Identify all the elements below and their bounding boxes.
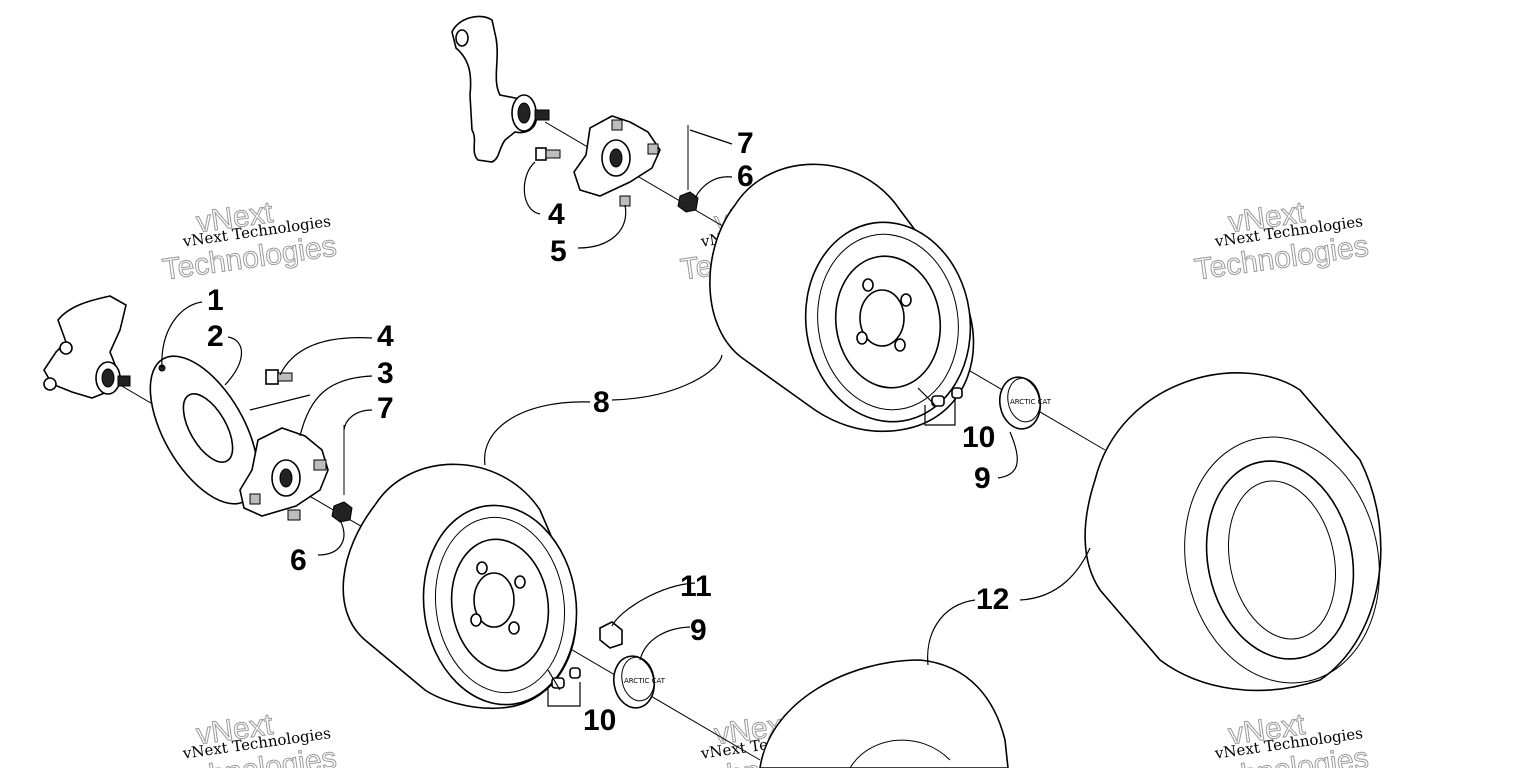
watermark-bottom-left: vNext Technologies vNext Technologies bbox=[160, 708, 339, 768]
watermark-bottom-right: vNext Technologies vNext Technologies bbox=[1192, 708, 1371, 768]
bottom-wheel-stud bbox=[265, 369, 293, 385]
bottom-hub-cap: ARCTIC CAT bbox=[612, 655, 666, 709]
callout-12: 12 bbox=[976, 583, 1009, 616]
bottom-tire bbox=[759, 659, 1009, 768]
top-lug-nut-pair bbox=[931, 387, 963, 407]
callout-10-bottom: 10 bbox=[583, 704, 616, 737]
callout-labels: 1 2 3 4 7 6 7 6 4 5 8 10 9 11 9 10 12 bbox=[207, 127, 1009, 737]
callout-3: 3 bbox=[377, 357, 394, 390]
bottom-wheel-hub bbox=[239, 427, 329, 521]
callout-11: 11 bbox=[680, 570, 712, 603]
callout-10-top: 10 bbox=[962, 421, 995, 454]
callout-9-top: 9 bbox=[974, 462, 991, 495]
valve-stem bbox=[599, 621, 623, 649]
top-hub-cap: ARCTIC CAT bbox=[998, 376, 1052, 430]
callout-4-top: 4 bbox=[548, 198, 565, 231]
top-wheel-rim bbox=[709, 163, 975, 432]
top-steering-knuckle bbox=[451, 15, 550, 163]
callout-6-bottom: 6 bbox=[290, 544, 307, 577]
bottom-lug-nut-pair bbox=[551, 667, 581, 689]
bottom-steering-knuckle bbox=[43, 295, 131, 399]
watermark-top-right: vNext Technologies vNext Technologies bbox=[1192, 196, 1371, 288]
callout-5: 5 bbox=[550, 235, 567, 268]
callout-1: 1 bbox=[207, 284, 224, 317]
bottom-axle-nut bbox=[331, 425, 353, 523]
bottom-hub-cap-logo: ARCTIC CAT bbox=[624, 677, 666, 685]
callout-8: 8 bbox=[593, 386, 610, 419]
callout-7-top: 7 bbox=[737, 127, 754, 160]
top-wheel-stud bbox=[535, 147, 561, 161]
top-wheel-hub bbox=[573, 115, 661, 207]
right-tire bbox=[1084, 372, 1382, 692]
bottom-wheel-rim bbox=[342, 463, 578, 710]
top-hub-cap-logo: ARCTIC CAT bbox=[1010, 398, 1052, 406]
top-axle-nut bbox=[677, 125, 699, 213]
callout-7-bottom: 7 bbox=[377, 392, 394, 425]
watermark-top-left: vNext Technologies vNext Technologies bbox=[160, 196, 339, 288]
callout-9-bottom: 9 bbox=[690, 614, 707, 647]
callout-6-top: 6 bbox=[737, 160, 754, 193]
leader-lines bbox=[161, 129, 1091, 707]
callout-4-bottom: 4 bbox=[377, 320, 394, 353]
callout-2: 2 bbox=[207, 320, 224, 353]
